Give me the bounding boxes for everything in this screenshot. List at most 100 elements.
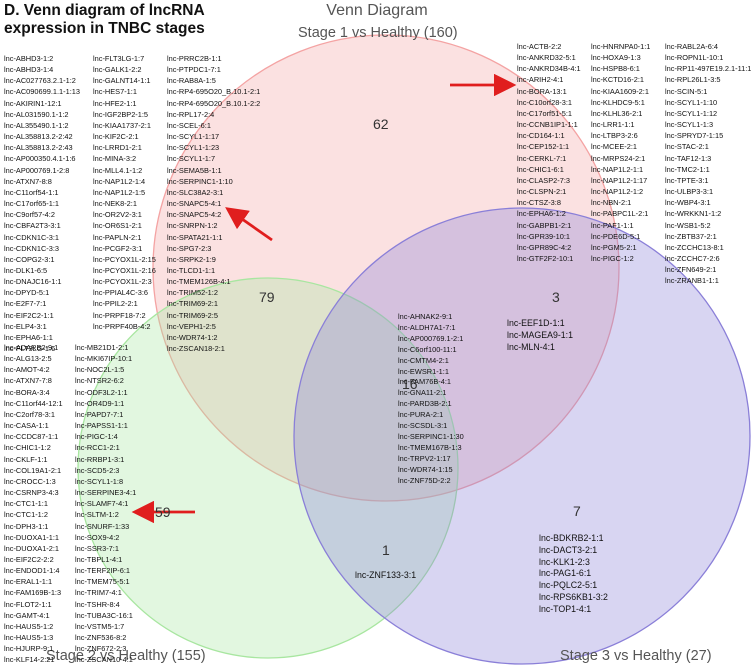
lncrna-item: lnc-SERPINC1-1:10 — [167, 176, 233, 186]
lncrna-item: lnc-SCIN-5:1 — [665, 86, 708, 96]
lncrna-item: lnc-FAM169B-1:3 — [4, 588, 62, 598]
lncrna-item: lnc-SNURF-1:33 — [75, 521, 130, 531]
lncrna-item: lnc-PGM5-2:1 — [591, 242, 637, 252]
lncrna-item: lnc-ULBP3-3:1 — [665, 187, 714, 197]
lncrna-item: lnc-PQLC2-5:1 — [539, 580, 598, 591]
lncrna-item: lnc-RP11-497E19.2.1-11:1 — [665, 64, 752, 74]
lncrna-item: lnc-WBP4-3:1 — [665, 198, 711, 208]
lncrna-item: lnc-PPIL2-2:1 — [93, 299, 138, 309]
lncrna-item: lnc-ZFN649-2:1 — [665, 265, 717, 275]
lncrna-item: lnc-GPR39-10:1 — [517, 231, 570, 241]
diagram-title: Venn Diagram — [326, 2, 428, 19]
count-all: 16 — [402, 376, 418, 392]
lncrna-item: lnc-TBPL1-4:1 — [75, 554, 123, 564]
lncrna-item: lnc-KLF14-2:21 — [4, 655, 55, 665]
lncrna-item: lnc-RPS6KB1-3:2 — [539, 591, 608, 602]
lncrna-item: lnc-CASA-1:1 — [4, 421, 49, 431]
lncrna-item: lnc-CBFA2T3-3:1 — [4, 221, 61, 231]
lncrna-item: lnc-BORA-3:4 — [4, 387, 50, 397]
lncrna-item: lnc-SERPINE3-4:1 — [75, 488, 137, 498]
lncrna-item: lnc-OR4D9-1:1 — [75, 398, 125, 408]
lncrna-item: lnc-AL358813.2-2:42 — [4, 132, 73, 142]
lncrna-item: lnc-KLHDC9-5:1 — [591, 97, 645, 107]
lncrna-item: lnc-SCYL1-1:8 — [75, 476, 124, 486]
lncrna-item: lnc-WSB1-5:2 — [665, 220, 711, 230]
lncrna-item: lnc-GNA11-2:1 — [398, 388, 447, 398]
lncrna-item: lnc-C10orf28-3:1 — [517, 97, 573, 107]
lncrna-item: lnc-ABHD3-1:2 — [4, 54, 54, 63]
lncrna-item: lnc-TLCD1-1:1 — [167, 265, 216, 275]
lncrna-item: lnc-SCYL1-1:23 — [167, 143, 220, 153]
lncrna-item: lnc-TMC2-1:1 — [665, 164, 710, 174]
lncrna-item: lnc-SLC38A2-3:1 — [167, 187, 224, 197]
lncrna-item: lnc-SCYL1-1:10 — [665, 97, 718, 107]
lncrna-item: lnc-RP4-695O20_B.10.1-2:2 — [167, 98, 261, 108]
lncrna-item: lnc-NAP1L2-1:17 — [591, 175, 648, 185]
lncrna-item: lnc-OR6S1-2:1 — [93, 221, 142, 231]
lncrna-item: lnc-HSPB8-6:1 — [591, 64, 640, 74]
lncrna-item: lnc-RAB8A-1:5 — [167, 76, 216, 86]
lncrna-item: lnc-AP000769.1-2:8 — [4, 165, 70, 175]
lncrna-item: lnc-WRKKN1-1:2 — [665, 209, 722, 219]
lncrna-item: lnc-KIAA1609-2:1 — [591, 86, 649, 96]
lncrna-item: lnc-CCNB1IP1-1:1 — [517, 120, 578, 130]
count-s3-only: 7 — [573, 503, 581, 519]
stage1-label: Stage 1 vs Healthy (160) — [298, 25, 458, 41]
lncrna-item: lnc-RCC1-2:1 — [75, 443, 120, 453]
lncrna-item: lnc-PRPF18-7:2 — [93, 310, 146, 320]
lncrna-item: lnc-SCD5-2:3 — [75, 465, 120, 475]
lncrna-item: lnc-PCGF2-3:1 — [93, 243, 143, 253]
lncrna-item: lnc-CEP152-1:1 — [517, 142, 570, 152]
lncrna-item: lnc-HFE2-1:1 — [93, 98, 137, 108]
lncrna-item: lnc-SNAPC5-4:1 — [167, 199, 222, 209]
lncrna-item: lnc-MKI67IP-10:1 — [75, 354, 133, 364]
lncrna-item: lnc-GALK1-2:2 — [93, 65, 142, 75]
lncrna-item: lnc-CD164-1:1 — [517, 131, 565, 141]
lncrna-item: lnc-AMOT-4:2 — [4, 365, 50, 375]
lncrna-item: lnc-TOP1-4:1 — [539, 603, 592, 614]
lncrna-item: lnc-C11orf54-1:1 — [4, 187, 59, 197]
lncrna-item: lnc-MAGEA9-1:1 — [507, 329, 573, 340]
lncrna-item: lnc-ZNF133-3:1 — [355, 570, 417, 580]
lncrna-item: lnc-KCTD16-2:1 — [591, 75, 644, 85]
lncrna-item: lnc-C11orf44-12:1 — [4, 398, 63, 408]
lncrna-item: lnc-AL358813.2-2:43 — [4, 143, 73, 153]
lncrna-item: lnc-SNRPN-1:2 — [167, 221, 218, 231]
lncrna-item: lnc-SSR3-7:1 — [75, 543, 119, 553]
lncrna-item: lnc-CKLF-1:1 — [4, 454, 48, 464]
lncrna-item: lnc-PRPF40B-4:2 — [93, 321, 151, 331]
lncrna-item: lnc-SOX9-4:2 — [75, 532, 120, 542]
lncrna-item: lnc-FLT3LG-1:7 — [93, 54, 145, 63]
lncrna-item: lnc-TMEM75-5:1 — [75, 577, 130, 587]
lncrna-item: lnc-EPHA6-1:2 — [517, 209, 566, 219]
lncrna-item: lnc-TRIM69-2:5 — [167, 310, 218, 320]
lncrna-item: lnc-STAC-2:1 — [665, 142, 709, 152]
lncrna-item: lnc-COPG2-3:1 — [4, 254, 55, 264]
lncrna-item: lnc-SLTM-1:2 — [75, 510, 119, 520]
lncrna-item: lnc-TPTE-3:1 — [665, 175, 709, 185]
lncrna-item: lnc-AC090699.1.1-1:13 — [4, 87, 81, 97]
lncrna-item: lnc-PAPSS1-1:1 — [75, 421, 128, 431]
lncrna-item: lnc-VSTM5-1:7 — [75, 621, 125, 631]
lncrna-item: lnc-ACTB-2:2 — [517, 42, 562, 51]
lncrna-item: lnc-GABPB1-2:1 — [517, 220, 572, 230]
lncrna-item: lnc-FLT3LG-1:6 — [4, 344, 56, 354]
lncrna-item: lnc-NOC2L-1:5 — [75, 365, 125, 375]
lncrna-item: lnc-ODF3L2-1:1 — [75, 387, 128, 397]
lncrna-item: lnc-SCYL1-1:7 — [167, 154, 216, 164]
lncrna-item: lnc-ZSCAN10-4:1 — [75, 655, 133, 665]
lncrna-item: lnc-WDR74-1:2 — [167, 332, 218, 342]
lncrna-item: lnc-PAPD7-7:1 — [75, 409, 124, 419]
lncrna-item: lnc-MLL4.1-1:2 — [93, 165, 143, 175]
lncrna-item: lnc-CTC1-1:2 — [4, 510, 48, 520]
lncrna-item: lnc-HOXA9-1:3 — [591, 53, 641, 63]
lncrna-item: lnc-DNAJC16-1:1 — [4, 277, 62, 287]
lncrna-item: lnc-EWSR1-1:1 — [398, 366, 449, 376]
lncrna-item: lnc-CDKN1C-3:1 — [4, 232, 60, 242]
lncrna-item: lnc-TRPV2-1:17 — [398, 453, 451, 463]
